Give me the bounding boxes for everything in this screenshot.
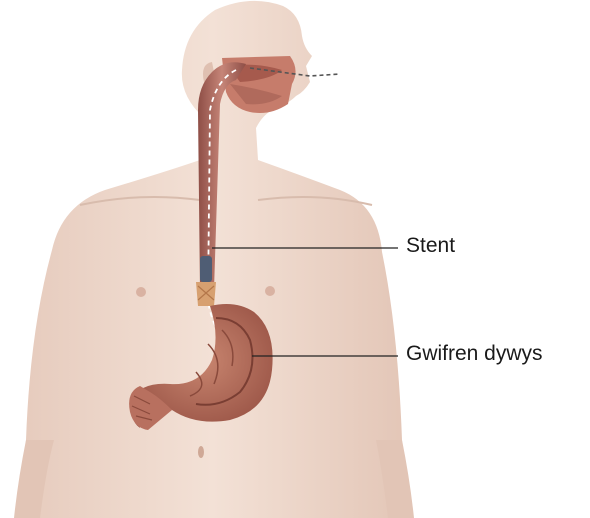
guide-wire-label: Gwifren dywys [406, 342, 543, 366]
stent-label: Stent [406, 234, 455, 258]
right-nipple [265, 286, 275, 296]
navel [198, 446, 204, 458]
left-nipple [136, 287, 146, 297]
